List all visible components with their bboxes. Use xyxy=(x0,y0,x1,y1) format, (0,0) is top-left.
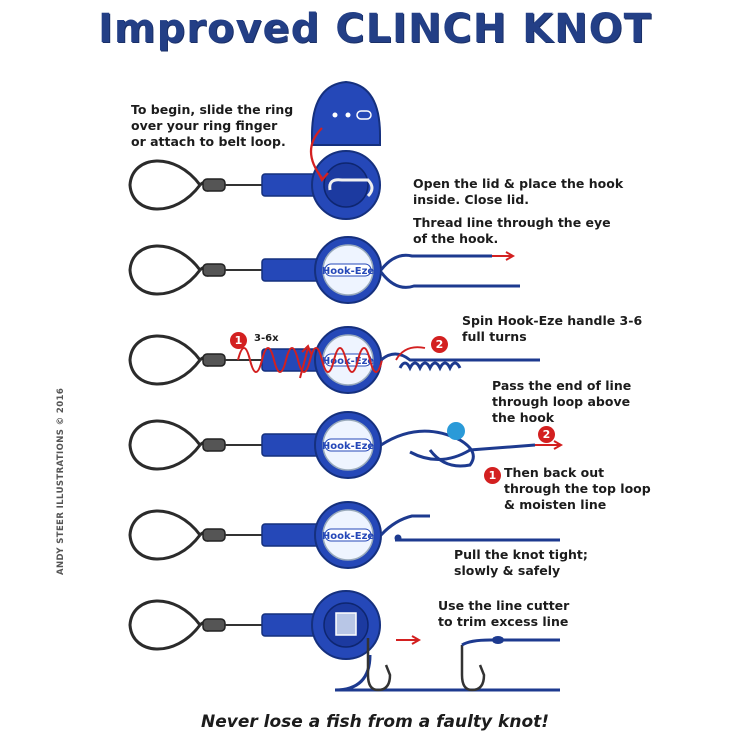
swivel-icon xyxy=(202,618,226,632)
tool-copyright-label: © ANDY STEER xyxy=(256,644,306,651)
swivel-icon xyxy=(202,438,226,452)
lid-dot xyxy=(332,112,338,118)
knot xyxy=(394,534,402,542)
step-spin-text: Spin Hook-Eze handle 3-6 full turns xyxy=(462,313,643,344)
illustration-credit: ANDY STEER ILLUSTRATIONS © 2016 xyxy=(56,387,66,575)
fishing-line xyxy=(379,271,520,289)
brand-label: Hook-Eze xyxy=(322,266,375,277)
brand-plate xyxy=(324,438,372,452)
slogan: Never lose a fish from a faulty knot! xyxy=(200,712,550,732)
lid-slot xyxy=(356,110,372,120)
pass-arrow xyxy=(395,346,426,361)
fishing-line xyxy=(379,253,492,271)
trimmed-line xyxy=(461,638,560,647)
clip-ring-loop xyxy=(128,599,202,651)
fishing-line xyxy=(380,352,540,362)
spin-turns xyxy=(237,347,383,373)
swivel-icon xyxy=(202,263,226,277)
moisten-drop-icon xyxy=(447,422,465,440)
swivel-icon xyxy=(202,528,226,542)
brand-plate xyxy=(324,528,372,542)
turns-label: 3-6x xyxy=(254,333,279,344)
step-open-lid-text: Open the lid & place the hook inside. Cl… xyxy=(413,176,624,207)
brand-label: Hook-Eze xyxy=(322,441,375,452)
step-pass-text: Pass the end of line through loop above … xyxy=(492,378,632,425)
step-back-out-text: Then back out through the top loop & moi… xyxy=(504,465,651,512)
tool-cavity xyxy=(323,162,369,208)
hook-inside-icon xyxy=(328,178,374,198)
spin-arrow xyxy=(299,347,309,379)
direction-arrow-head xyxy=(505,251,516,261)
line-cutter-icon xyxy=(335,612,357,636)
knot xyxy=(492,636,504,644)
direction-arrow-head xyxy=(553,440,564,450)
step-thread-text: Thread line through the eye of the hook. xyxy=(413,215,611,246)
badge-2-back: 2 xyxy=(538,426,555,443)
brand-plate xyxy=(324,263,372,277)
clip-ring-loop xyxy=(128,334,202,386)
step-cutter-text: Use the line cutter to trim excess line xyxy=(438,598,570,629)
tail-line xyxy=(334,654,372,692)
clip-ring-loop xyxy=(128,244,202,296)
page-title: Improved CLINCH KNOT xyxy=(98,6,652,52)
open-arrow-head xyxy=(317,171,329,182)
twisted-line xyxy=(398,361,462,372)
spin-arrow-head xyxy=(301,344,312,355)
clip-ring-loop xyxy=(128,159,202,211)
step-begin-text: To begin, slide the ring over your ring … xyxy=(131,102,294,149)
clip-ring-loop xyxy=(128,509,202,561)
badge-1-back: 1 xyxy=(484,467,501,484)
brand-label: Hook-Eze xyxy=(322,531,375,542)
fish-hook-icon xyxy=(460,645,486,692)
swivel-icon xyxy=(202,353,226,367)
swivel-icon xyxy=(202,178,226,192)
clip-ring-loop xyxy=(128,419,202,471)
step-pull-text: Pull the knot tight; slowly & safely xyxy=(454,547,588,578)
cut-arrow-head xyxy=(411,635,422,645)
badge-2-pass: 2 xyxy=(431,336,448,353)
badge-1-spin: 1 xyxy=(230,332,247,349)
fishing-line xyxy=(379,514,430,537)
fish-hook-icon xyxy=(366,638,392,692)
lid-dot xyxy=(345,112,351,118)
fishing-line xyxy=(409,443,536,462)
brand-label: Hook-Eze xyxy=(322,356,375,367)
